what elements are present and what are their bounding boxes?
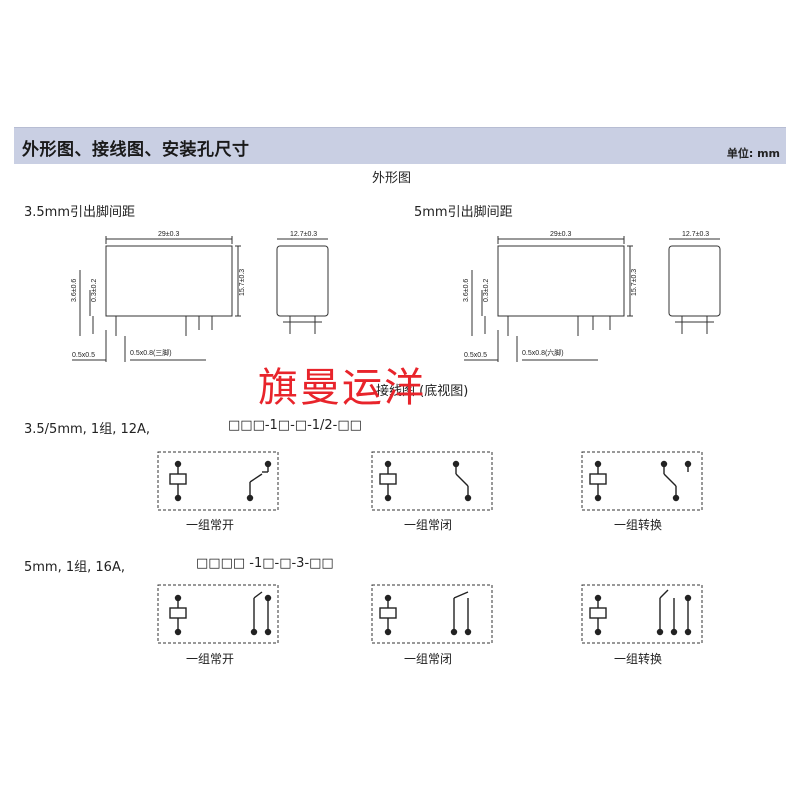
dim-length-right: 29±0.3 (550, 231, 571, 238)
unit-label: 单位: mm (726, 147, 780, 160)
dim-pin-len-right: 3.6±0.6 (463, 279, 470, 302)
dim-pin-off-left: 0.3±0.2 (91, 279, 98, 302)
wiring-box-1-3 (581, 451, 703, 511)
dim-length-left: 29±0.3 (158, 231, 179, 238)
caption-2-1: 一组常开 (186, 652, 235, 666)
header-bar (14, 127, 786, 164)
wiring-title: 接线图 (底视图) (376, 384, 469, 399)
row1-label: 3.5/5mm, 1组, 12A, (24, 422, 151, 437)
coil-symbol-1-2 (379, 460, 397, 502)
dim-height-left: 15.7±0.3 (239, 269, 246, 296)
relay-body-left (105, 245, 233, 317)
dim-pin-rect-right: 0.5x0.8(六脚) (522, 348, 564, 357)
caption-2-2: 一组常闭 (404, 652, 453, 666)
caption-1-2: 一组常闭 (404, 518, 453, 532)
dim-width-left: 12.7±0.3 (290, 231, 317, 238)
wiring-box-2-1 (157, 584, 279, 644)
contact-co-1-3 (660, 460, 692, 502)
left-pitch-label: 3.5mm引出脚间距 (24, 205, 136, 220)
caption-1-1: 一组常开 (186, 518, 235, 532)
contact-no-1-1 (246, 460, 272, 502)
page-title: 外形图、接线图、安装孔尺寸 (22, 140, 250, 160)
caption-1-3: 一组转换 (614, 518, 663, 532)
dim-pin-sq-left: 0.5x0.5 (72, 352, 95, 359)
coil-symbol-2-3 (589, 594, 607, 636)
contact-co-2-3 (656, 589, 692, 636)
relay-end-left (276, 245, 329, 317)
row2-label: 5mm, 1组, 16A, (24, 560, 125, 575)
right-pitch-label: 5mm引出脚间距 (414, 205, 513, 220)
watermark-text: 旗曼运洋 (258, 365, 426, 411)
dim-pin-sq-right: 0.5x0.5 (464, 352, 487, 359)
dim-pin-len-left: 3.6±0.6 (71, 279, 78, 302)
coil-symbol-1-3 (589, 460, 607, 502)
wiring-box-1-1 (157, 451, 279, 511)
dim-height-right: 15.7±0.3 (631, 269, 638, 296)
row2-code: □□□□ -1□-□-3-□□ (196, 556, 334, 571)
contact-nc-1-2 (452, 460, 472, 502)
contact-nc-2-2 (450, 591, 472, 636)
contact-no-2-1 (250, 591, 272, 636)
dim-width-right: 12.7±0.3 (682, 231, 709, 238)
row1-code: □□□-1□-□-1/2-□□ (228, 418, 362, 433)
coil-symbol-2-2 (379, 594, 397, 636)
relay-end-right (668, 245, 721, 317)
coil-symbol-2-1 (169, 594, 187, 636)
dim-pin-rect-left: 0.5x0.8(三脚) (130, 348, 172, 357)
outline-title: 外形图 (372, 171, 412, 186)
wiring-box-2-3 (581, 584, 703, 644)
dim-pin-off-right: 0.3±0.2 (483, 279, 490, 302)
relay-body-right (497, 245, 625, 317)
coil-symbol-1-1 (169, 460, 187, 502)
wiring-box-1-2 (371, 451, 493, 511)
caption-2-3: 一组转换 (614, 652, 663, 666)
wiring-box-2-2 (371, 584, 493, 644)
